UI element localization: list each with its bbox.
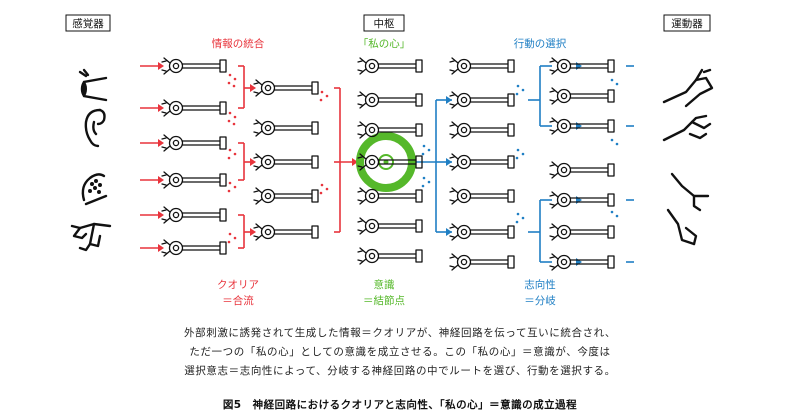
neuron-0-4: [161, 206, 227, 224]
central-header: 中枢: [363, 14, 405, 32]
motor-header: 運動器: [663, 14, 711, 32]
selection-signal-dots: [421, 78, 619, 224]
qualia-label: クオリア: [217, 279, 259, 291]
integration-label: 情報の統合: [212, 37, 265, 50]
consciousness-eq-label: ＝結節点: [363, 294, 405, 307]
neuron-2-3: [357, 153, 423, 171]
neuron-1-0: [253, 79, 319, 97]
eye-icon: [78, 68, 108, 102]
selection-label: 行動の選択: [514, 37, 567, 50]
qualia-eq-label: ＝合流: [222, 294, 254, 307]
neuron-0-1: [161, 99, 227, 117]
neuron-4-0: [549, 57, 615, 75]
caption-line-2: ただ一つの「私の心」としての意識を成立させる。この「私の心」＝意識が、今度は: [189, 346, 611, 358]
neuron-1-3: [253, 187, 319, 205]
neuron-2-4: [357, 187, 423, 205]
neuron-2-0: [357, 57, 423, 75]
self-node-core: [383, 159, 389, 165]
neuron-4-3: [549, 161, 615, 179]
consciousness-label: 意識: [374, 278, 395, 291]
neuron-4-4: [549, 191, 615, 209]
neuron-4-1: [549, 87, 615, 105]
neuron-2-6: [357, 247, 423, 265]
neuron-3-0: [449, 57, 515, 75]
neuron-3-2: [449, 121, 515, 139]
grasping-hand-icon: [662, 114, 712, 142]
neuron-1-4: [253, 223, 319, 241]
neuron-1-2: [253, 153, 319, 171]
neuron-0-3: [161, 171, 227, 189]
neuron-layer: [161, 57, 615, 271]
raised-hand-icon: [662, 68, 714, 108]
neuron-0-5: [161, 239, 227, 257]
neuron-2-1: [357, 91, 423, 109]
caption-line-1: 外部刺激に誘発されて生成した情報＝クオリアが、神経回路を伝って互いに統合され、: [184, 327, 616, 339]
neuron-3-3: [449, 153, 515, 171]
neuron-0-0: [161, 57, 227, 75]
central-label: 中枢: [374, 17, 395, 30]
neuron-2-5: [357, 217, 423, 235]
intentionality-label: 志向性: [524, 278, 556, 291]
neuron-4-6: [549, 253, 615, 271]
neuron-1-1: [253, 119, 319, 137]
sensory-label: 感覚器: [72, 17, 104, 30]
sensory-header: 感覚器: [65, 14, 111, 32]
neuron-4-5: [549, 223, 615, 241]
self-label: 「私の心」: [358, 38, 411, 50]
neuron-3-1: [449, 91, 515, 109]
caption-line-3: 選択意志＝志向性によって、分岐する神経回路の中でルートを選び、行動を選択する。: [184, 365, 616, 377]
neuron-2-2: [357, 121, 423, 139]
neuron-0-2: [161, 134, 227, 152]
leg-icon: [666, 208, 698, 246]
integration-arrows: [158, 62, 358, 252]
neuron-3-5: [449, 223, 515, 241]
bent-arm-icon: [670, 172, 710, 212]
ear-icon: [84, 108, 106, 148]
motor-label: 運動器: [671, 17, 703, 30]
neuron-3-4: [449, 187, 515, 205]
neuron-4-2: [549, 117, 615, 135]
skin-icon: [81, 173, 108, 206]
self-ring: [356, 132, 416, 192]
figure-title: 図5 神経回路におけるクオリアと志向性、「私の心」＝意識の成立過程: [222, 399, 578, 411]
hand-icon: [70, 222, 112, 252]
integration-signal-dots: [227, 73, 329, 244]
intentionality-eq-label: ＝分岐: [524, 294, 556, 307]
neuron-3-6: [449, 253, 515, 271]
